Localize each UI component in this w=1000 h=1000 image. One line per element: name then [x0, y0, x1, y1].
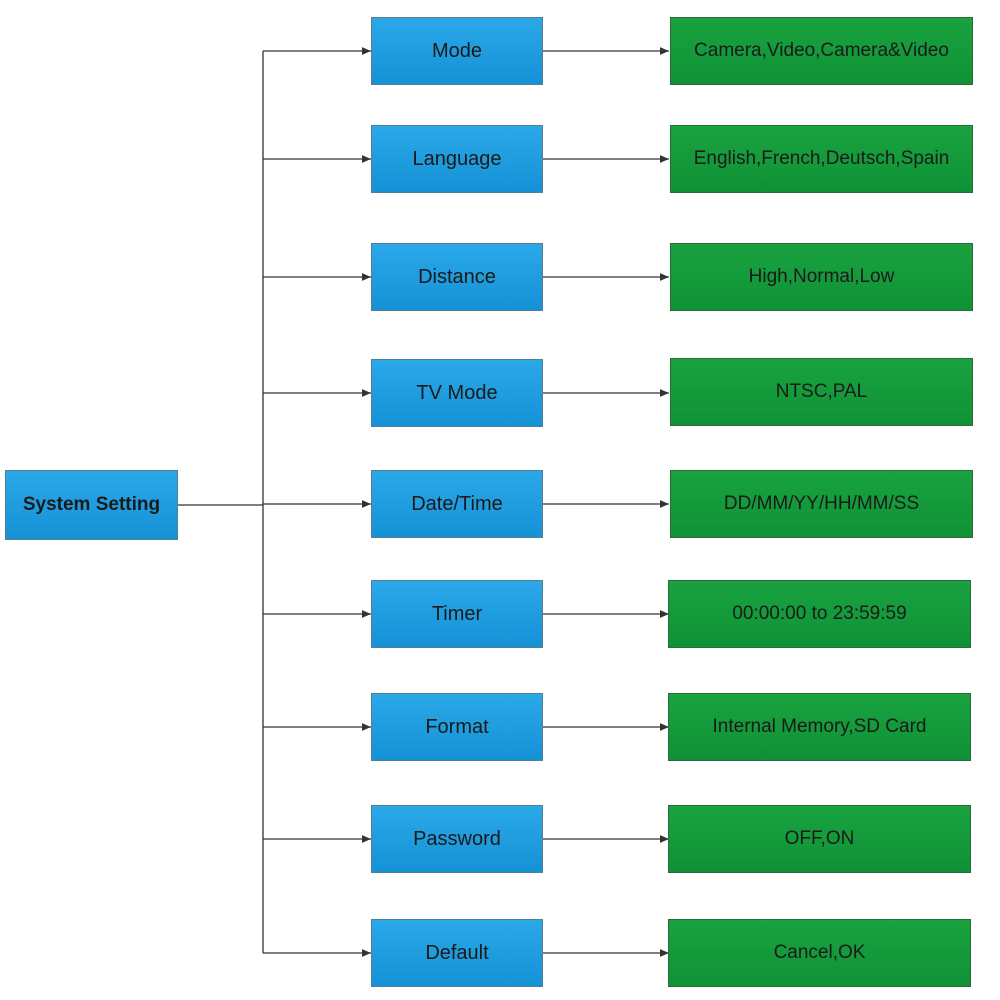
options-text-tv-mode: NTSC,PAL	[775, 381, 868, 402]
options-text-default: Cancel,OK	[773, 942, 866, 963]
setting-node-default: Default	[371, 919, 543, 987]
options-node-distance: High,Normal,Low	[670, 243, 973, 311]
options-node-password: OFF,ON	[668, 805, 971, 873]
options-node-timer: 00:00:00 to 23:59:59	[668, 580, 971, 648]
options-text-mode: Camera,Video,Camera&Video	[694, 40, 949, 61]
setting-label-password: Password	[413, 827, 501, 850]
setting-label-language: Language	[412, 147, 502, 170]
setting-label-date-time: Date/Time	[411, 492, 503, 515]
options-node-format: Internal Memory,SD Card	[668, 693, 971, 761]
setting-label-distance: Distance	[418, 265, 496, 288]
setting-label-default: Default	[425, 941, 489, 964]
system-setting-node: System Setting	[5, 470, 178, 540]
setting-node-language: Language	[371, 125, 543, 193]
options-node-default: Cancel,OK	[668, 919, 971, 987]
setting-node-timer: Timer	[371, 580, 543, 648]
setting-node-password: Password	[371, 805, 543, 873]
options-text-format: Internal Memory,SD Card	[712, 716, 927, 737]
options-node-language: English,French,Deutsch,Spain	[670, 125, 973, 193]
options-text-password: OFF,ON	[784, 828, 855, 849]
setting-node-tv-mode: TV Mode	[371, 359, 543, 427]
system-setting-label: System Setting	[22, 494, 161, 515]
options-node-tv-mode: NTSC,PAL	[670, 358, 973, 426]
options-text-distance: High,Normal,Low	[748, 266, 895, 287]
setting-label-tv-mode: TV Mode	[416, 381, 498, 404]
options-text-timer: 00:00:00 to 23:59:59	[732, 603, 907, 624]
options-node-date-time: DD/MM/YY/HH/MM/SS	[670, 470, 973, 538]
setting-node-mode: Mode	[371, 17, 543, 85]
options-text-date-time: DD/MM/YY/HH/MM/SS	[723, 493, 920, 514]
setting-node-format: Format	[371, 693, 543, 761]
setting-label-mode: Mode	[431, 39, 483, 62]
setting-label-format: Format	[425, 715, 489, 738]
options-text-language: English,French,Deutsch,Spain	[693, 148, 950, 169]
setting-label-timer: Timer	[431, 602, 483, 625]
options-node-mode: Camera,Video,Camera&Video	[670, 17, 973, 85]
setting-node-date-time: Date/Time	[371, 470, 543, 538]
setting-node-distance: Distance	[371, 243, 543, 311]
